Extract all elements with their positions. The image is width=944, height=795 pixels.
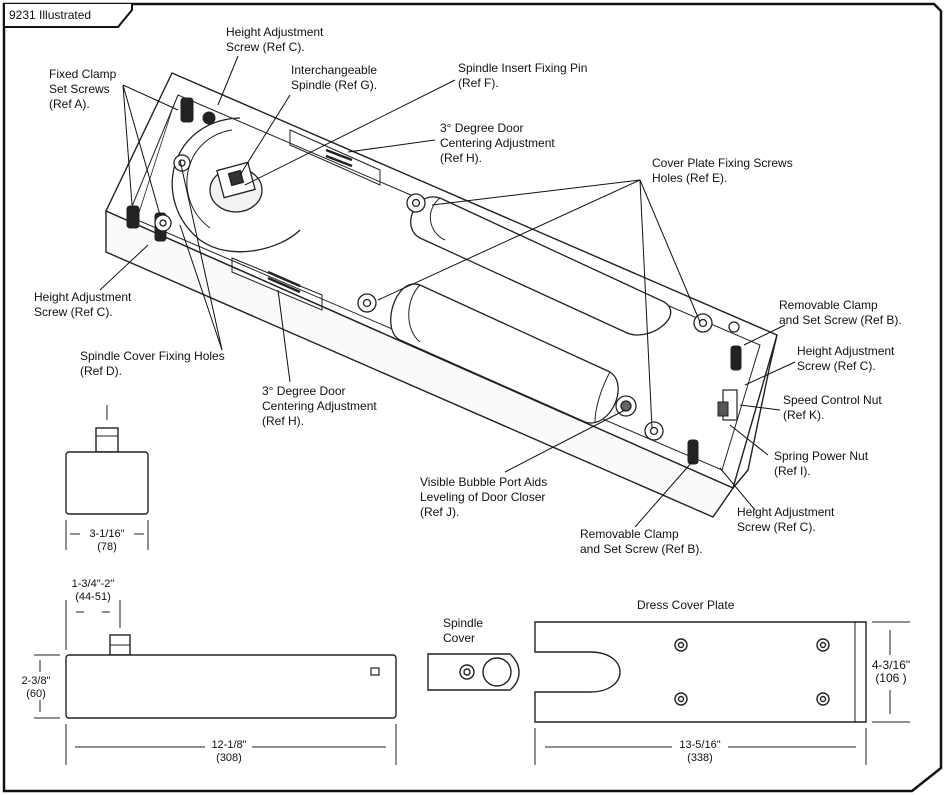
callout-height-adjustment-bottom: Height Adjustment Screw (Ref C). [737, 505, 834, 535]
callout-line: (Ref D). [80, 364, 122, 378]
callout-line: Height Adjustment [737, 505, 835, 519]
label-dress-cover-plate: Dress Cover Plate [637, 598, 735, 612]
callout-line: (Ref F). [458, 76, 499, 90]
callout-line: Height Adjustment [226, 25, 324, 39]
callout-line: Screw (Ref C). [737, 520, 816, 534]
dimension-value-mm: (106 ) [875, 671, 907, 685]
dimension-value-mm: (338) [687, 752, 713, 764]
closer-isometric-view [105, 72, 778, 518]
dimension-spindle-offset: 1-3/4"-2" (44-51) [62, 578, 124, 604]
callout-centering-bottom: 3° Degree Door Centering Adjustment (Ref… [262, 384, 377, 429]
height-adj-screw-top [202, 111, 216, 125]
callout-line: Cover Plate Fixing Screws [652, 156, 793, 170]
part-label-line: Cover [443, 631, 476, 645]
callout-line: Leveling of Door Closer [420, 490, 546, 504]
callout-line: (Ref H). [440, 151, 482, 165]
callout-line: Fixed Clamp [49, 67, 117, 81]
spindle-cover-drawing [427, 653, 520, 691]
callout-line: 3° Degree Door [262, 384, 346, 398]
fixed-clamp-screw-2 [126, 205, 140, 229]
callout-line: Spindle Insert Fixing Pin [458, 61, 588, 75]
callout-centering-top: 3° Degree Door Centering Adjustment (Ref… [440, 121, 555, 166]
callout-line: Centering Adjustment [262, 399, 377, 413]
dimension-value-mm: (44-51) [75, 591, 111, 603]
dimension-cover-plate-length: 13-5/16" (338) [672, 739, 728, 765]
end-view [65, 405, 149, 550]
dimension-value: 13-5/16" [679, 739, 721, 751]
dimension-value: 4-3/16" [871, 658, 911, 672]
label-spindle-cover: Spindle Cover [443, 616, 483, 646]
callout-line: Set Screws [49, 82, 110, 96]
side-view [34, 600, 397, 765]
callout-line: Spring Power Nut [774, 449, 869, 463]
callout-speed-control: Speed Control Nut (Ref K). [783, 393, 882, 423]
callout-spring-power: Spring Power Nut (Ref I). [774, 449, 868, 479]
callout-line: 3° Degree Door [440, 121, 524, 135]
callout-line: Speed Control Nut [783, 393, 882, 407]
dimension-value: 12-1/8" [211, 739, 247, 751]
dimension-end-view-width: 3-1/16" (78) [82, 528, 132, 554]
dress-cover-plate-drawing [534, 621, 910, 765]
title-tab [3, 4, 133, 28]
callout-line: Holes (Ref E). [652, 171, 728, 185]
callout-removable-clamp-right: Removable Clamp and Set Screw (Ref B). [779, 298, 902, 328]
dimension-value: 3-1/16" [89, 528, 125, 540]
callout-line: Interchangeable [291, 63, 378, 77]
callout-interchangeable-spindle: Interchangeable Spindle (Ref G). [291, 63, 377, 93]
dimension-body-length: 12-1/8" (308) [204, 739, 254, 765]
callout-removable-clamp-bottom: Removable Clamp and Set Screw (Ref B). [580, 527, 703, 557]
callout-height-adjustment-left: Height Adjustment Screw (Ref C). [34, 290, 131, 320]
dimension-value-mm: (60) [26, 688, 46, 700]
callout-spindle-insert-pin: Spindle Insert Fixing Pin (Ref F). [458, 61, 587, 91]
sheet-title: 9231 Illustrated [9, 8, 92, 22]
callout-line: Spindle (Ref G). [291, 78, 378, 92]
callout-spindle-cover-holes: Spindle Cover Fixing Holes (Ref D). [80, 349, 225, 379]
callout-bubble-port: Visible Bubble Port Aids Leveling of Doo… [420, 475, 547, 520]
callout-height-adjustment-right: Height Adjustment Screw (Ref C). [797, 344, 894, 374]
callout-line: Removable Clamp [580, 527, 679, 541]
height-adj-screw-right [730, 345, 742, 371]
callout-line: (Ref J). [420, 505, 460, 519]
dimension-value-mm: (78) [97, 541, 117, 553]
leader-lines [99, 55, 796, 528]
spindle-housing-arc [171, 117, 301, 253]
callout-line: (Ref H). [262, 414, 304, 428]
callout-line: (Ref A). [49, 97, 90, 111]
height-adj-screw-bottom [687, 439, 699, 465]
callout-line: Height Adjustment [34, 290, 132, 304]
callout-line: and Set Screw (Ref B). [580, 542, 703, 556]
callout-line: (Ref K). [783, 408, 825, 422]
callout-line: Centering Adjustment [440, 136, 555, 150]
dimension-value: 2-3/8" [21, 675, 51, 687]
callout-height-adjustment-top: Height Adjustment Screw (Ref C). [226, 25, 323, 55]
callout-line: Height Adjustment [797, 344, 895, 358]
end-view-body [65, 451, 149, 515]
dimension-cover-plate-width: 4-3/16" (106 ) [866, 659, 916, 685]
callout-line: (Ref I). [774, 464, 811, 478]
cylinder-lower [390, 283, 619, 424]
callout-line: Screw (Ref C). [797, 359, 876, 373]
callout-cover-plate-holes: Cover Plate Fixing Screws Holes (Ref E). [652, 156, 793, 186]
callout-line: Screw (Ref C). [34, 305, 113, 319]
dimension-body-height: 2-3/8" (60) [16, 675, 56, 701]
dimension-value-mm: (308) [216, 752, 242, 764]
fixed-clamp-screw-1 [180, 97, 194, 123]
callout-line: and Set Screw (Ref B). [779, 313, 902, 327]
callout-line: Visible Bubble Port Aids [420, 475, 548, 489]
side-view-body [65, 654, 397, 719]
callout-line: Spindle Cover Fixing Holes [80, 349, 225, 363]
callout-fixed-clamp: Fixed Clamp Set Screws (Ref A). [49, 67, 116, 112]
callout-line: Removable Clamp [779, 298, 878, 312]
part-label-line: Spindle [443, 616, 484, 630]
dimension-value: 1-3/4"-2" [71, 578, 115, 590]
callout-line: Screw (Ref C). [226, 40, 305, 54]
